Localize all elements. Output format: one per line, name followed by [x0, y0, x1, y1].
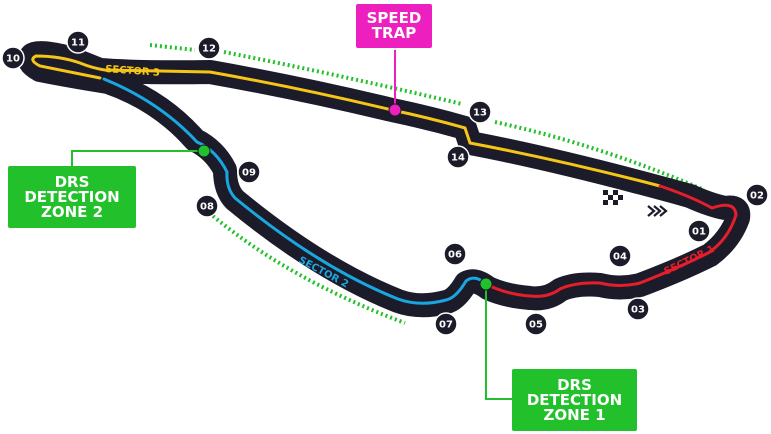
turn-number: 01 [692, 227, 706, 238]
sector-3-line [31, 54, 662, 188]
turn-number: 03 [631, 305, 645, 316]
turn-marker-14: 14 [446, 145, 470, 169]
turn-marker-06: 06 [443, 242, 467, 266]
turn-marker-12: 12 [197, 36, 221, 60]
turn-marker-07: 07 [434, 312, 458, 336]
drs-zone-2-line1: DRS [54, 172, 90, 191]
turn-number: 10 [6, 54, 20, 65]
turn-marker-04: 04 [608, 244, 632, 268]
turn-number: 08 [200, 202, 214, 213]
drs-zone-2-marker [71, 144, 211, 166]
turn-marker-01: 01 [687, 219, 711, 243]
turn-number: 05 [529, 320, 543, 331]
turn-number: 06 [448, 250, 462, 261]
speed-trap-line1: SPEED [366, 9, 422, 27]
turn-number: 04 [613, 252, 627, 263]
turn-marker-11: 11 [66, 30, 90, 54]
drs-zone-2-line3: ZONE 2 [40, 202, 104, 221]
turn-marker-13: 13 [468, 100, 492, 124]
turn-number: 02 [750, 191, 764, 202]
drs-zone-1-label: DRS DETECTION ZONE 1 [512, 369, 637, 431]
drs-zone-2-label: DRS DETECTION ZONE 2 [8, 166, 136, 228]
sector-2-line [102, 77, 488, 305]
turn-marker-05: 05 [524, 312, 548, 336]
chequered-flag-icon [603, 190, 623, 205]
turn-number: 09 [242, 168, 256, 179]
turn-number: 14 [451, 153, 465, 164]
sector-1-line [484, 184, 738, 298]
turn-number: 11 [71, 38, 85, 49]
drs-zone-1-line2: DETECTION [526, 390, 623, 409]
speed-trap-line2: TRAP [371, 24, 417, 42]
drs-zone-1-line1: DRS [557, 375, 592, 394]
drs-straight-markers [149, 43, 705, 325]
turn-marker-09: 09 [237, 160, 261, 184]
turn-number: 12 [202, 44, 216, 55]
drs-zone-2-line2: DETECTION [24, 187, 120, 206]
speed-trap-label: SPEED TRAP [356, 4, 432, 48]
direction-chevrons-icon [647, 205, 668, 217]
turn-marker-02: 02 [745, 183, 769, 207]
turn-marker-08: 08 [195, 194, 219, 218]
turn-marker-10: 10 [1, 46, 25, 70]
sector-3-label: SECTOR 3 [105, 64, 161, 79]
speed-trap-marker [388, 50, 402, 117]
drs-zone-1-line3: ZONE 1 [543, 405, 606, 424]
turn-number: 13 [473, 108, 487, 119]
drs-zone-1-marker [479, 277, 512, 400]
turn-number: 07 [439, 320, 453, 331]
turn-marker-03: 03 [626, 297, 650, 321]
